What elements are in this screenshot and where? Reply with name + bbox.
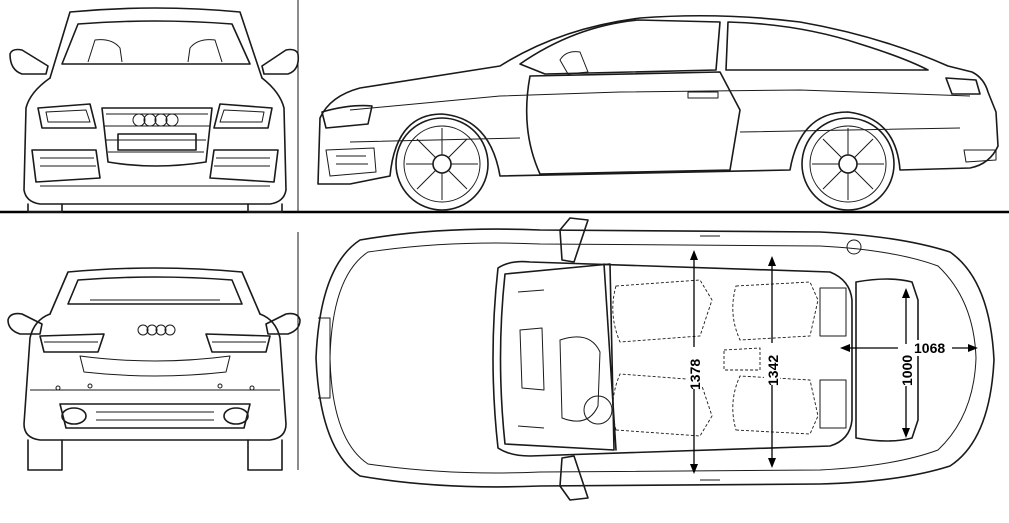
top-view [315,217,995,501]
front-wheel [395,117,489,211]
front-view [9,7,300,213]
dimension-trunk-width: 1000 [899,355,915,386]
dimension-front-track: 1342 [765,355,781,386]
rear-view [7,267,301,471]
rear-wheel [801,117,895,211]
dimension-rear-track: 1378 [687,359,703,390]
dimension-trunk-length: 1068 [914,340,945,356]
dimension-lines [690,250,978,474]
side-view [317,14,999,211]
